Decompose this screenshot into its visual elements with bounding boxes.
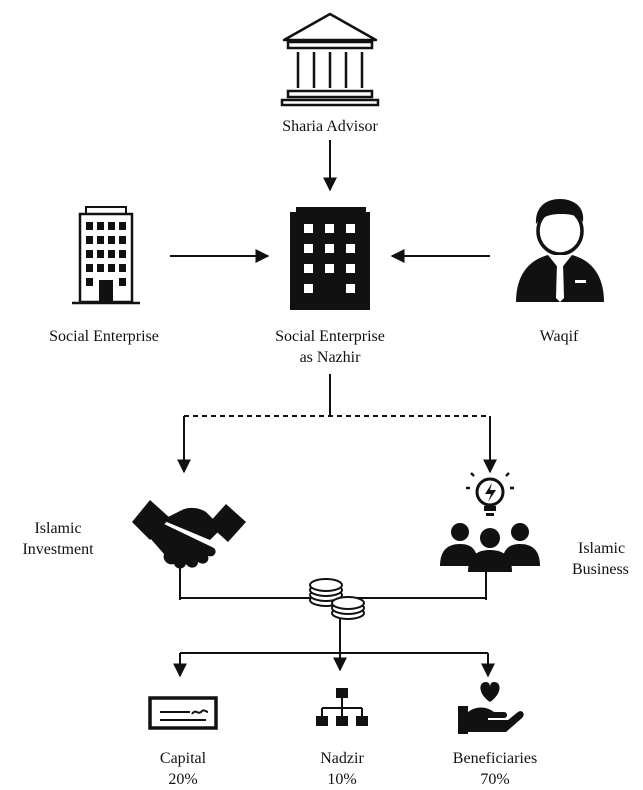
businessman-icon (516, 199, 604, 302)
distribution-beneficiaries-name: Beneficiaries (452, 750, 538, 767)
coins-icon (309, 578, 365, 620)
nazhir-label: Social Enterprise as Nazhir (248, 326, 412, 368)
islamic-business-line1: Islamic (578, 540, 626, 557)
distribution-nadzir: Nadzir 10% (297, 748, 387, 790)
distribution-beneficiaries-share: 70% (480, 771, 510, 788)
cheque-icon (148, 696, 218, 730)
team-idea-icon (440, 472, 540, 572)
islamic-investment-label: Islamic Investment (8, 518, 108, 560)
islamic-investment-line2: Investment (22, 541, 94, 558)
nazhir-label-line2: as Nazhir (299, 349, 361, 366)
sharia-advisor-label: Sharia Advisor (282, 118, 378, 135)
islamic-investment-line1: Islamic (34, 520, 82, 537)
distribution-nadzir-name: Nadzir (320, 750, 364, 767)
org-chart-icon (316, 688, 368, 726)
distribution-capital-name: Capital (159, 750, 207, 767)
waqif-label: Waqif (539, 328, 579, 345)
handshake-icon (132, 500, 246, 569)
social-enterprise-label: Social Enterprise (49, 328, 159, 345)
nazhir-label-line1: Social Enterprise (275, 328, 385, 345)
distribution-capital: Capital 20% (138, 748, 228, 790)
bank-building-icon (280, 12, 380, 107)
dashed-split-connector (177, 374, 497, 474)
distribution-capital-share: 20% (168, 771, 198, 788)
dark-building-icon (290, 207, 370, 310)
distribution-beneficiaries: Beneficiaries 70% (430, 748, 560, 790)
islamic-business-label: Islamic Business (572, 538, 643, 580)
heart-hand-icon (458, 682, 524, 734)
office-building-icon (72, 206, 140, 305)
islamic-business-line2: Business (572, 561, 629, 578)
distribution-connector (173, 652, 495, 678)
distribution-nadzir-share: 10% (327, 771, 357, 788)
